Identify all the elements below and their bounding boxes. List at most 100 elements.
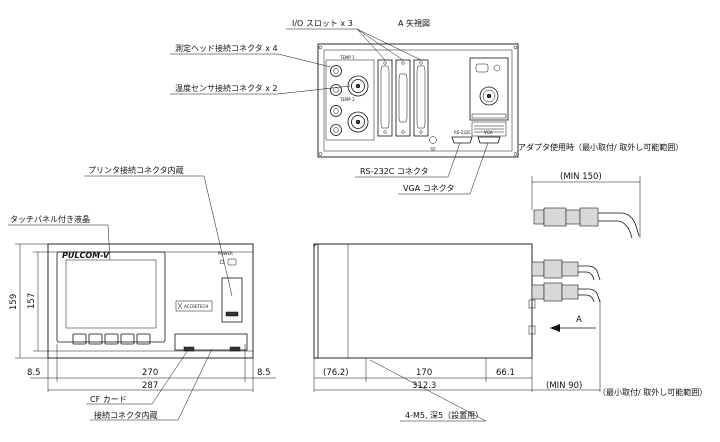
io-slot-screw <box>383 130 387 134</box>
io-slot-screw <box>419 130 423 134</box>
label-cf-card: CF カード <box>90 395 127 404</box>
panel-label-temp2: TEMP 2 <box>339 97 355 102</box>
leader-rs232c <box>355 142 461 178</box>
power-label: POWER <box>218 251 233 256</box>
rs232c-port <box>451 136 473 144</box>
label-head-connectors: 測定ヘッド接続コネクタ x 4 <box>175 43 278 53</box>
panel-label-rs232c: RS-232C <box>454 130 471 135</box>
label-rs232c: RS-232C コネクタ <box>360 167 429 176</box>
company-mark-icon <box>177 302 183 310</box>
power-label-plate <box>471 113 507 119</box>
io-slot-port <box>416 65 426 129</box>
side-view: (MIN 150) A (76.2) 170 66.1 312.3 (MIN 9… <box>313 172 707 422</box>
leader-head-connectors <box>170 53 332 68</box>
power-led <box>493 64 501 72</box>
ground-terminal <box>429 136 437 144</box>
io-slot-port <box>380 65 390 129</box>
printer-slot <box>221 277 243 323</box>
adapter-grip <box>543 207 567 227</box>
plug-grip <box>543 282 563 302</box>
head-connector-1-core <box>333 68 339 74</box>
power-block <box>469 57 509 121</box>
dim-8-5-left: 8.5 <box>27 368 41 378</box>
adapter-body <box>533 209 545 225</box>
function-key-1 <box>72 333 87 345</box>
power-inlet-ring <box>482 89 496 103</box>
corner-screw <box>513 45 518 50</box>
adapter-plug <box>579 207 599 227</box>
head-connector-3 <box>330 105 342 117</box>
front-view: PULCOM-V POWER ACCRETECH プリンタ接続コネクタ内蔵 タッ… <box>8 165 276 421</box>
dim-76-2: (76.2) <box>323 368 349 378</box>
panel-label-vga: VGA <box>484 130 493 135</box>
dim-66-1: 66.1 <box>496 368 515 378</box>
nameplate <box>471 121 507 137</box>
io-slot-port <box>398 73 408 123</box>
power-switch <box>475 63 489 73</box>
adapter-cable <box>533 207 640 239</box>
power-inlet <box>479 86 499 106</box>
side-housing <box>313 243 533 359</box>
dim-312-3: 312.3 <box>412 381 436 391</box>
label-connector-builtin: 接続コネクタ内蔵 <box>94 410 158 420</box>
connector-port <box>229 346 241 352</box>
plug-grip <box>543 259 563 279</box>
leader-connector <box>90 348 213 421</box>
plug-shell <box>561 261 579 277</box>
leader-temp-connectors <box>170 85 351 95</box>
dim-157: 157 <box>27 293 37 309</box>
company-logo: ACCRETECH <box>184 304 208 309</box>
label-adapter-note: アダプタ使用時（最小取付/ 取外し可能範囲） <box>518 142 683 152</box>
function-key-2 <box>88 333 103 345</box>
label-touch-panel: タッチパネル付き液晶 <box>10 214 90 224</box>
function-key-4 <box>120 333 135 345</box>
leader-printer <box>84 175 233 297</box>
dim-170: 170 <box>416 368 432 378</box>
dim-287: 287 <box>142 381 158 391</box>
dim-min90: (MIN 90) <box>546 381 582 391</box>
temp-connector-2 <box>347 111 369 133</box>
top-view: TEMP 1 TEMP 2 <box>170 18 683 195</box>
connector-panel <box>325 59 375 141</box>
io-slot-screw <box>401 61 405 65</box>
leader-io-slot-3 <box>356 28 422 61</box>
label-mount-note: （最小取付/ 取外し可能範囲） <box>598 387 707 397</box>
printer-paper-exit <box>225 311 239 317</box>
view-arrow-icon <box>550 324 560 332</box>
temp-connector-1-ring <box>351 79 365 93</box>
plug-body <box>531 284 545 300</box>
lcd-screen <box>65 259 157 329</box>
label-temp-connectors: 温度センサ接続コネクタ x 2 <box>175 83 278 93</box>
adapter-cable-line <box>598 212 640 239</box>
dim-8-5-right: 8.5 <box>257 368 271 378</box>
label-io-slots: I/O スロット x 3 <box>292 19 353 28</box>
plug-body <box>531 261 545 277</box>
side-front-bezel <box>313 243 319 359</box>
cable-upper <box>531 259 601 281</box>
side-latch <box>528 299 536 309</box>
label-printer-connector: プリンタ接続コネクタ内蔵 <box>88 165 184 175</box>
panel-label-temp1: TEMP 1 <box>339 55 355 60</box>
adapter-joint <box>565 209 581 225</box>
lcd-bezel <box>56 251 166 343</box>
corner-screw <box>318 152 323 156</box>
brand-logo: PULCOM-V <box>62 251 110 260</box>
corner-screw <box>513 152 518 156</box>
label-a-view: A 矢視図 <box>398 18 430 28</box>
plug-shell <box>561 284 579 300</box>
head-connector-4 <box>330 124 342 136</box>
power-inlet-pin <box>486 93 492 99</box>
cable-line <box>578 265 601 281</box>
cable-line <box>578 288 601 303</box>
head-connector-1 <box>330 65 342 77</box>
cable-lower <box>531 282 601 303</box>
function-key-5 <box>136 333 151 345</box>
top-view-inner-frame <box>323 49 513 152</box>
vga-port <box>477 136 501 144</box>
leader-cf-card <box>86 349 189 405</box>
company-badge <box>175 300 213 312</box>
function-key-3 <box>104 333 119 345</box>
bottom-cover <box>174 333 248 351</box>
leader-touch-panel <box>8 224 111 261</box>
